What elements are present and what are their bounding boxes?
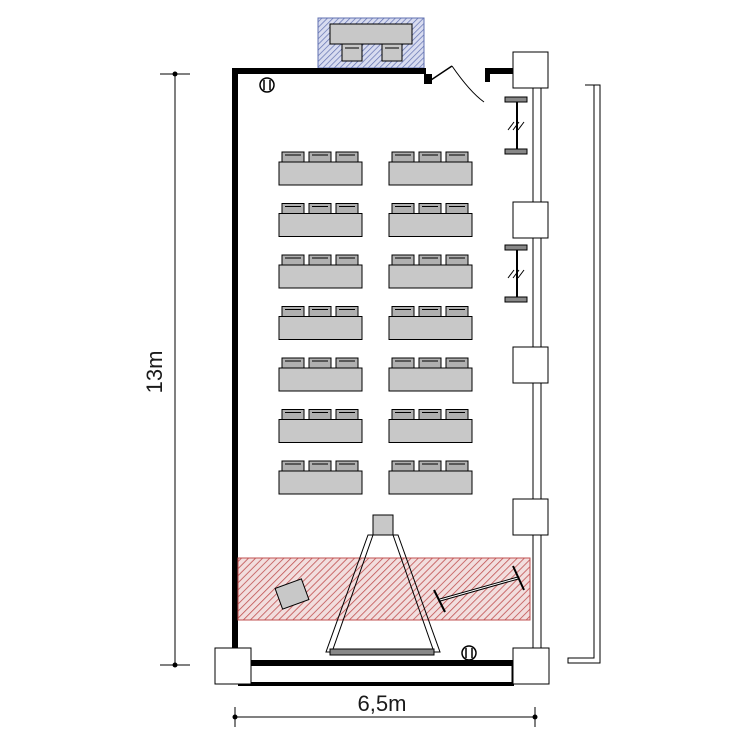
desk-group <box>388 460 473 495</box>
desk-group <box>278 254 363 289</box>
desk <box>278 213 363 237</box>
desk <box>388 264 473 289</box>
desk <box>278 470 363 495</box>
desk-group <box>278 306 363 340</box>
desk <box>388 213 473 237</box>
desk-group <box>278 409 363 443</box>
desk-group <box>278 460 363 495</box>
desk-group <box>278 151 363 186</box>
door-swing-icon <box>424 65 485 103</box>
desk-group <box>388 151 473 186</box>
desk-group <box>388 306 473 340</box>
pillars <box>214 51 550 685</box>
desk <box>278 264 363 289</box>
radiator-icon <box>504 244 528 303</box>
pillar <box>512 346 549 384</box>
walls <box>218 68 548 686</box>
desk-grid <box>278 151 473 495</box>
height-label: 13m <box>142 351 167 394</box>
radiator-icon <box>504 96 528 155</box>
desk <box>278 419 363 443</box>
desk-group <box>388 409 473 443</box>
exterior-railing <box>567 84 601 664</box>
screen-icon <box>329 648 435 656</box>
lectern-icon <box>317 17 425 69</box>
outlet-icon <box>259 77 275 93</box>
width-dimension: 6,5m <box>232 691 538 727</box>
outlet-icon <box>461 645 477 661</box>
desk-group <box>388 203 473 237</box>
width-label: 6,5m <box>358 691 407 716</box>
pillar <box>512 201 549 239</box>
height-dimension: 13m <box>142 71 190 668</box>
desk <box>388 316 473 340</box>
desk <box>278 161 363 186</box>
desk-group <box>278 203 363 237</box>
desk <box>388 367 473 392</box>
desk-group <box>388 357 473 392</box>
desk <box>278 367 363 392</box>
desk <box>388 161 473 186</box>
desk-group <box>278 357 363 392</box>
side-table <box>274 578 310 610</box>
desk-group <box>388 254 473 289</box>
desk <box>388 419 473 443</box>
pillar <box>512 498 549 536</box>
pillar <box>512 51 549 89</box>
desk <box>278 316 363 340</box>
pillar <box>214 647 252 685</box>
easel-icon <box>433 565 525 613</box>
pillar <box>512 647 550 685</box>
desk <box>388 470 473 495</box>
